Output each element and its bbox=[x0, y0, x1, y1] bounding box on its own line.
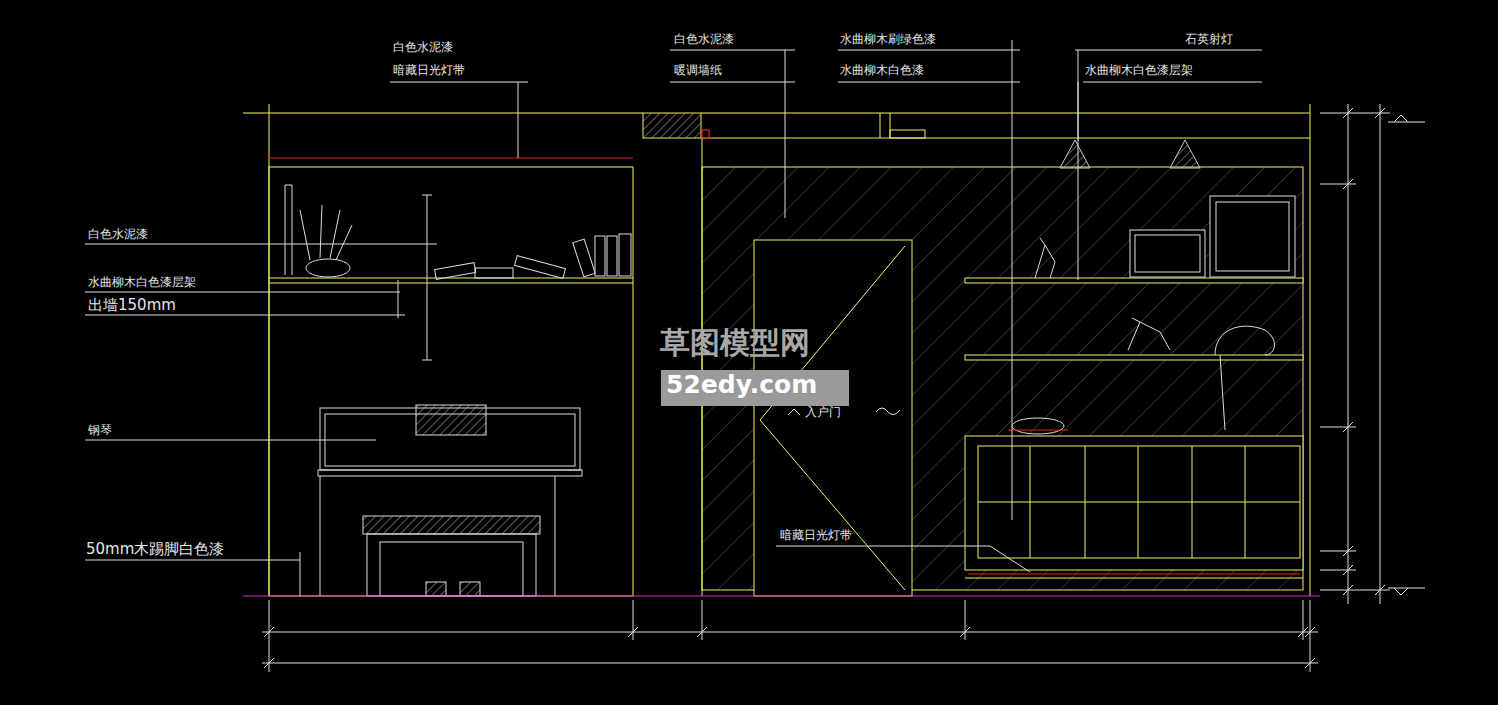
watermark: 52edy.com bbox=[666, 371, 817, 400]
watermark-box bbox=[661, 370, 849, 406]
annotation-label: 水曲柳木白色漆 bbox=[840, 64, 924, 78]
annotation-label: 出墙150mm bbox=[88, 297, 176, 314]
watermark: 草图模型网 bbox=[660, 326, 810, 361]
leader-lines bbox=[85, 40, 1262, 596]
annotation-label: 50mm木踢脚白色漆 bbox=[86, 541, 224, 558]
furniture bbox=[285, 185, 1274, 596]
annotation-label: 白色水泥漆 bbox=[393, 41, 453, 55]
annotation-label: 暗藏日光灯带 bbox=[780, 529, 852, 543]
annotation-label: 水曲柳木刷绿色漆 bbox=[840, 33, 936, 47]
annotation-label: 入户门 bbox=[803, 406, 843, 420]
walls bbox=[243, 104, 1310, 596]
annotation-label: 水曲柳木白色漆层架 bbox=[1085, 64, 1193, 78]
annotation-label: 钢琴 bbox=[88, 424, 112, 438]
annotation-label: 石英射灯 bbox=[1185, 33, 1233, 47]
dimension-lines bbox=[262, 104, 1425, 672]
annotation-label: 白色水泥漆 bbox=[674, 33, 734, 47]
annotation-label: 暗藏日光灯带 bbox=[393, 64, 465, 78]
annotation-label: 白色水泥漆 bbox=[88, 228, 148, 242]
annotation-label: 水曲柳木白色漆层架 bbox=[88, 276, 196, 290]
annotation-label: 暖调墙纸 bbox=[674, 64, 722, 78]
light-strips bbox=[243, 130, 1320, 596]
